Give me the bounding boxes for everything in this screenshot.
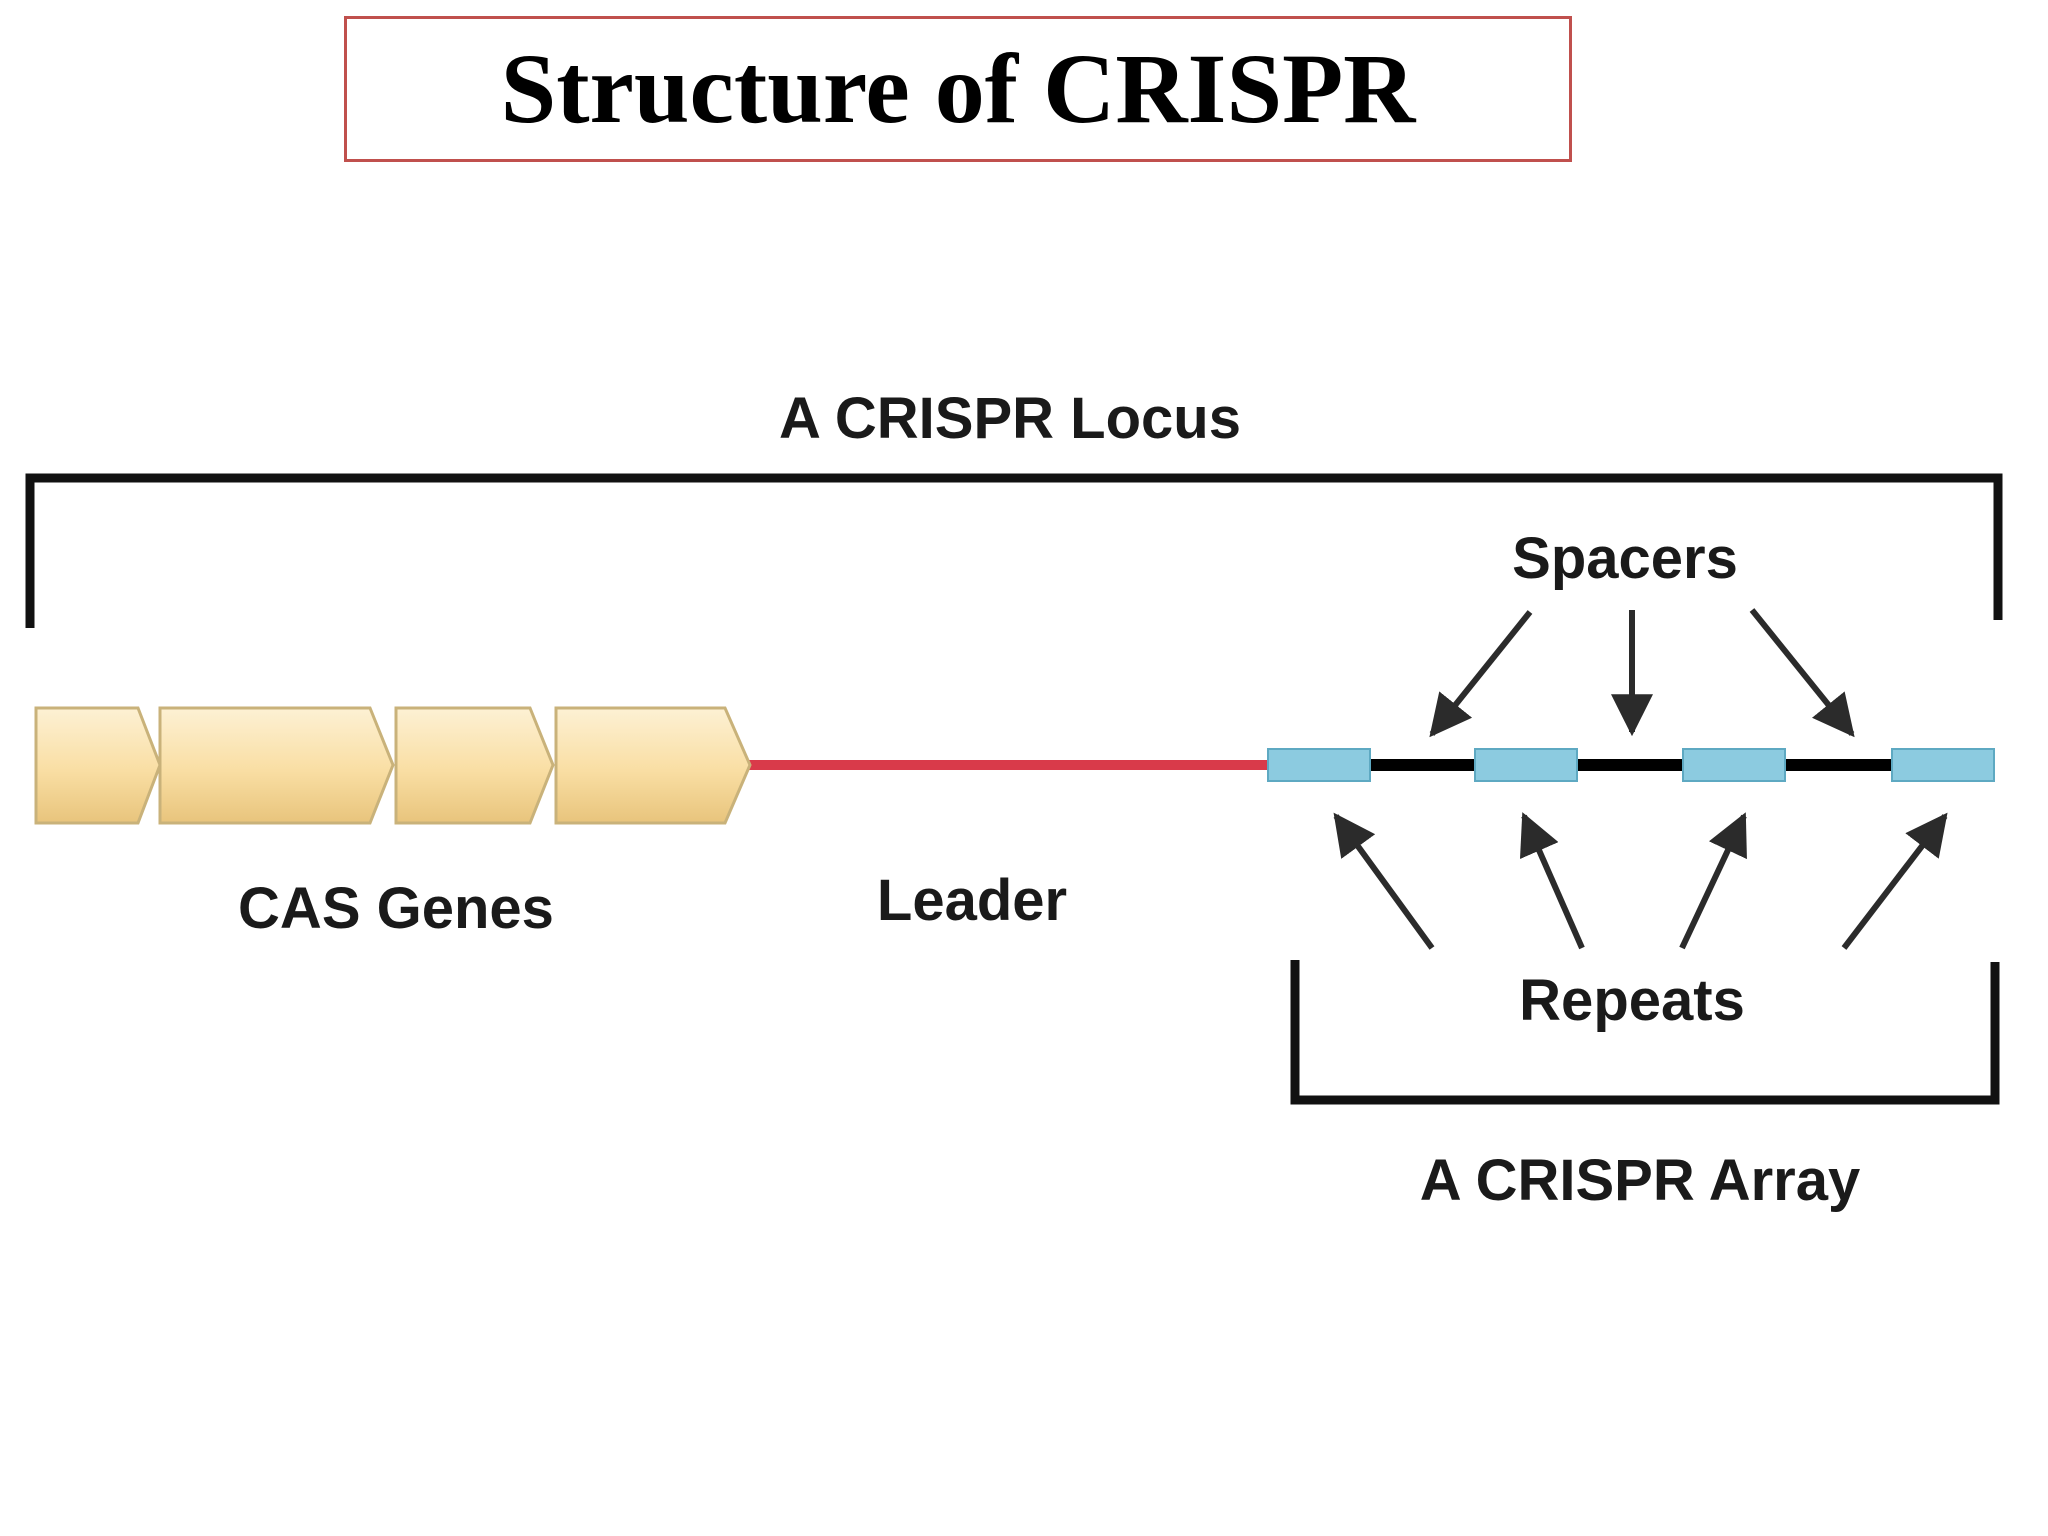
cas-genes-label: CAS Genes [238,876,554,941]
repeat-arrow-1 [1333,812,1435,950]
spacers-label: Spacers [1512,526,1738,591]
cas-gene-1 [34,706,162,825]
repeat-arrow-2 [1519,812,1585,950]
cas-genes [34,706,752,825]
repeat-arrows [1333,812,1948,950]
leader-label: Leader [877,868,1067,933]
repeat-arrow-3 [1679,812,1747,950]
locus-label: A CRISPR Locus [779,386,1241,451]
spacer-arrow-3 [1749,608,1855,738]
locus-bracket [25,473,2003,628]
spacer-box-1 [1267,748,1371,782]
spacer-boxes [1267,748,1995,782]
page-title: Structure of CRISPR [500,33,1416,144]
repeat-arrow-4 [1841,812,1948,950]
spacer-box-4 [1891,748,1995,782]
spacer-arrows [1429,608,1855,738]
cas-gene-2 [158,706,395,825]
array-label: A CRISPR Array [1420,1148,1861,1213]
cas-gene-3 [394,706,555,825]
spacer-arrow-1 [1429,610,1533,738]
spacer-box-2 [1474,748,1578,782]
repeats-label: Repeats [1519,968,1745,1033]
cas-gene-4 [554,706,752,825]
spacer-box-3 [1682,748,1786,782]
array-bracket [1290,960,2000,1105]
title-box: Structure of CRISPR [344,16,1572,162]
